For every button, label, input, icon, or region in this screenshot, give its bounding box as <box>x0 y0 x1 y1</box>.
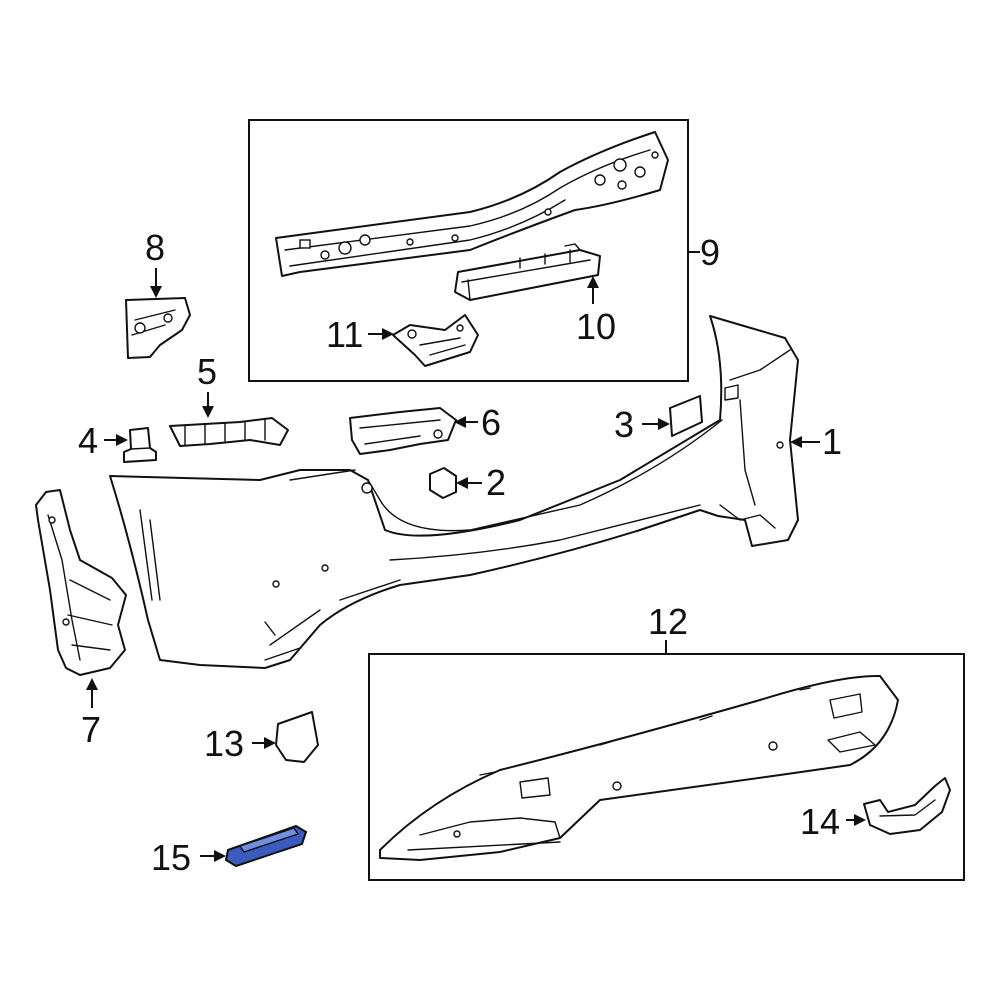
leader-lines <box>86 251 866 862</box>
highlighted-part-15[interactable] <box>224 824 308 868</box>
callout-4: 4 <box>78 420 98 461</box>
callout-12: 12 <box>648 601 688 642</box>
lower-valance-part[interactable] <box>379 674 899 861</box>
callout-14: 14 <box>800 801 840 842</box>
callout-9: 9 <box>700 232 720 273</box>
trim-part-14[interactable] <box>863 777 951 835</box>
bracket-part-8[interactable] <box>125 297 191 359</box>
callout-11: 11 <box>326 314 363 355</box>
callout-10: 10 <box>576 306 616 347</box>
bumper-cover-part[interactable] <box>109 315 799 669</box>
bracket-part-6[interactable] <box>349 407 457 455</box>
callout-7: 7 <box>81 709 101 750</box>
callout-1: 1 <box>822 421 842 462</box>
side-bracket-part-7[interactable] <box>35 489 127 676</box>
callout-6: 6 <box>481 402 501 443</box>
clip-part-4[interactable] <box>123 427 157 463</box>
callout-13: 13 <box>204 723 244 764</box>
callout-8: 8 <box>145 227 165 268</box>
bracket-part-11[interactable] <box>392 314 479 367</box>
callout-3: 3 <box>614 404 634 445</box>
reinforcement-beam-part[interactable] <box>275 131 669 277</box>
callout-15: 15 <box>151 837 191 878</box>
group-box-9 <box>248 119 689 382</box>
pad-part-3[interactable] <box>669 395 703 437</box>
cover-part-13[interactable] <box>275 711 319 763</box>
energy-absorber-part[interactable] <box>454 243 601 301</box>
callout-5: 5 <box>197 351 217 392</box>
cap-part-2[interactable] <box>429 467 457 499</box>
callout-2: 2 <box>486 462 506 503</box>
retainer-part-5[interactable] <box>169 417 289 447</box>
